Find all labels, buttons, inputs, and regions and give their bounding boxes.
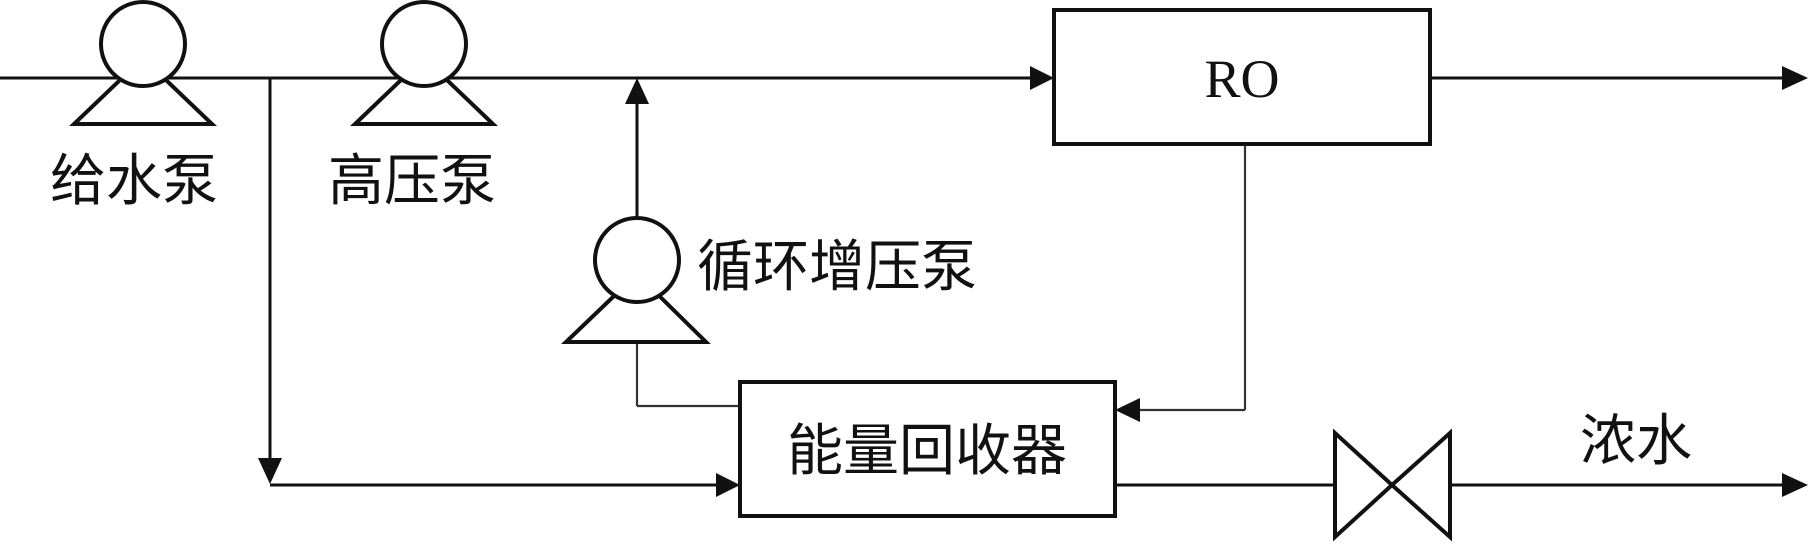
arrow-permeate-out: [1782, 66, 1808, 90]
arrow-concentrate-out: [1782, 473, 1808, 497]
booster-pump-icon: [561, 216, 711, 344]
energy-recovery-box: [738, 380, 1117, 518]
energy-recovery-label: 能量回收器: [787, 419, 1067, 484]
feed-pump-label: 给水泵: [50, 149, 218, 214]
arrow-concentrate-into-erd: [1115, 398, 1140, 422]
arrow-into-erd: [716, 473, 740, 497]
high-pressure-pump-label: 高压泵: [328, 149, 496, 214]
feed-pump-icon: [69, 0, 217, 126]
arrow-bypass-down: [258, 458, 282, 484]
concentrate-label: 浓水: [1580, 409, 1692, 474]
valve-icon: [1333, 428, 1452, 542]
arrow-into-ro: [1030, 66, 1054, 90]
ro-unit-label: RO: [1204, 49, 1279, 109]
arrow-booster-up: [625, 78, 649, 104]
ro-unit-box: [1052, 8, 1432, 146]
booster-pump-label: 循环增压泵: [697, 235, 977, 300]
high-pressure-pump-icon: [350, 0, 498, 126]
